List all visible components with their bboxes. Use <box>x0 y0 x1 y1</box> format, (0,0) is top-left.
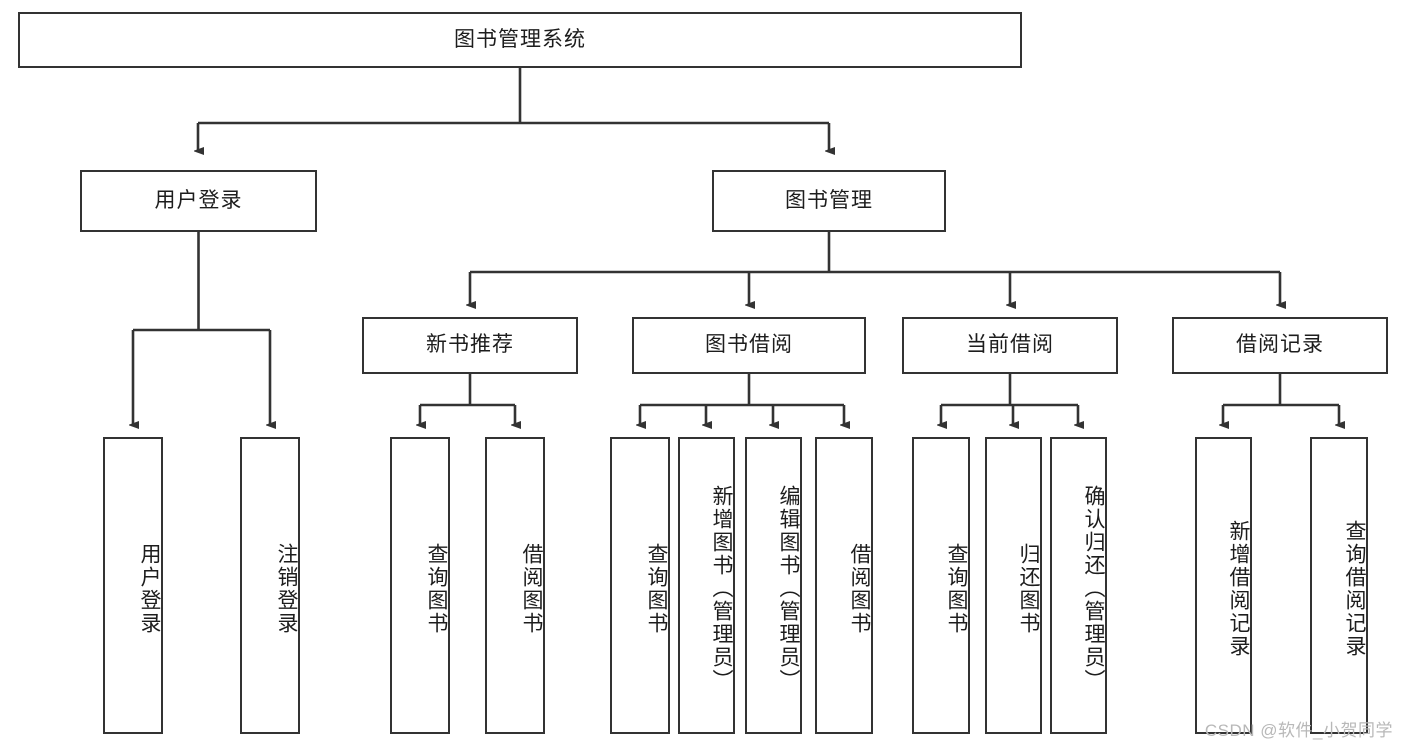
node-label-leaf-borrow-books-borrow: 借阅图书 <box>848 542 871 635</box>
node-label-book-management: 图书管理 <box>785 188 873 212</box>
node-label-leaf-query-books-new: 查询图书 <box>425 542 448 635</box>
node-label-leaf-query-borrow-record: 查询借阅记录 <box>1343 519 1366 658</box>
node-leaf-query-books-current[interactable]: 查询图书 <box>912 437 970 734</box>
node-label-borrow-records: 借阅记录 <box>1236 333 1324 357</box>
node-label-user-login: 用户登录 <box>154 188 243 212</box>
watermark-text: CSDN @软件_小贺同学 <box>1204 721 1393 740</box>
node-leaf-query-books-borrow[interactable]: 查询图书 <box>610 437 670 734</box>
node-leaf-edit-book-admin[interactable]: 编辑图书（管理员） <box>745 437 802 734</box>
node-borrow-records[interactable]: 借阅记录 <box>1172 317 1388 374</box>
node-current-borrow[interactable]: 当前借阅 <box>902 317 1118 374</box>
node-label-current-borrow: 当前借阅 <box>966 333 1054 357</box>
node-label-root: 图书管理系统 <box>454 27 586 51</box>
node-leaf-user-login[interactable]: 用户登录 <box>103 437 163 734</box>
node-user-login[interactable]: 用户登录 <box>80 170 317 232</box>
node-label-leaf-add-book-admin: 新增图书（管理员） <box>710 485 733 692</box>
node-label-leaf-user-login: 用户登录 <box>138 542 161 635</box>
node-book-management[interactable]: 图书管理 <box>712 170 946 232</box>
node-leaf-borrow-books-borrow[interactable]: 借阅图书 <box>815 437 873 734</box>
node-leaf-query-books-new[interactable]: 查询图书 <box>390 437 450 734</box>
node-leaf-add-borrow-record[interactable]: 新增借阅记录 <box>1195 437 1252 734</box>
node-leaf-return-books[interactable]: 归还图书 <box>985 437 1042 734</box>
node-root[interactable]: 图书管理系统 <box>18 12 1022 68</box>
node-new-book-recommend[interactable]: 新书推荐 <box>362 317 578 374</box>
node-leaf-confirm-return-admin[interactable]: 确认归还（管理员） <box>1050 437 1107 734</box>
node-label-book-borrow: 图书借阅 <box>705 333 793 357</box>
node-label-leaf-query-books-current: 查询图书 <box>945 542 968 635</box>
node-leaf-add-book-admin[interactable]: 新增图书（管理员） <box>678 437 735 734</box>
node-label-leaf-logout: 注销登录 <box>275 542 298 635</box>
node-label-leaf-query-books-borrow: 查询图书 <box>645 542 668 635</box>
node-leaf-query-borrow-record[interactable]: 查询借阅记录 <box>1310 437 1368 734</box>
node-book-borrow[interactable]: 图书借阅 <box>632 317 866 374</box>
node-leaf-logout[interactable]: 注销登录 <box>240 437 300 734</box>
node-label-leaf-return-books: 归还图书 <box>1017 542 1040 635</box>
node-label-new-book-recommend: 新书推荐 <box>426 333 514 357</box>
node-label-leaf-add-borrow-record: 新增借阅记录 <box>1227 519 1250 658</box>
node-label-leaf-borrow-books-new: 借阅图书 <box>520 542 543 635</box>
node-label-leaf-edit-book-admin: 编辑图书（管理员） <box>777 485 800 692</box>
node-label-leaf-confirm-return-admin: 确认归还（管理员） <box>1082 485 1105 692</box>
node-leaf-borrow-books-new[interactable]: 借阅图书 <box>485 437 545 734</box>
